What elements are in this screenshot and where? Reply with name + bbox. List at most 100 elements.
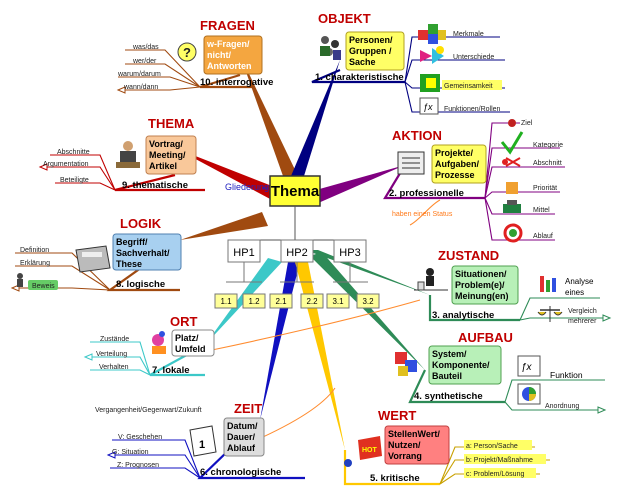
line-aufbau xyxy=(408,369,505,404)
spoke-zeit xyxy=(260,262,300,420)
zustand-topic: ZUSTAND xyxy=(438,248,499,263)
center-title: Thema xyxy=(271,183,320,200)
fragen-item: wann/dann xyxy=(123,84,158,91)
zeit-note: Vergangenheit/Gegenwart/Zukunft xyxy=(95,407,202,414)
center-node[interactable]: Thema xyxy=(269,175,321,207)
shapes-icon xyxy=(420,74,440,92)
objekt-box-1: Personen/ xyxy=(349,35,393,45)
aufbau-label: 4. synthetische xyxy=(414,391,483,402)
thema-box-3: Artikel xyxy=(149,161,177,171)
figure-icon xyxy=(17,273,23,287)
branch-objekt[interactable]: OBJEKT Personen/ Gruppen / Sache 1. char… xyxy=(315,11,502,115)
scissors-icon xyxy=(502,157,521,167)
thema-topic: THEMA xyxy=(148,116,195,131)
wert-label: 5. kritische xyxy=(370,473,420,484)
thema-item: Beteiligte xyxy=(60,177,89,184)
aufbau-item: Anordnung xyxy=(545,403,579,410)
branch-wert[interactable]: WERT StellenWert/ Nutzen/ Vorrang 5. kri… xyxy=(344,408,546,484)
thema-item-lines xyxy=(40,154,116,191)
fragen-item: wer/der xyxy=(132,58,157,65)
aktion-box-3: Prozesse xyxy=(435,170,475,180)
logik-item: Definition xyxy=(20,247,49,254)
logik-box-2: Sachverhalt/ xyxy=(116,248,170,258)
hot-badge-icon: HOT xyxy=(358,436,382,460)
svg-text:?: ? xyxy=(183,45,191,60)
branch-aktion[interactable]: AKTION Projekte/ Aufgaben/ Prozesse 2. p… xyxy=(389,119,563,243)
zeit-box-3: Ablauf xyxy=(227,443,256,453)
wert-item: c: Problem/Lösung xyxy=(466,471,524,478)
svg-text:ƒx: ƒx xyxy=(423,102,433,112)
aktion-label: 2. professionelle xyxy=(389,188,464,199)
cube-icon xyxy=(395,352,417,376)
sub-box-1-1: 1.1 xyxy=(220,297,232,306)
spoke-wert xyxy=(295,262,345,450)
objekt-box-2: Gruppen / xyxy=(349,46,392,56)
number-badge-icon xyxy=(344,459,352,467)
aufbau-item-lines xyxy=(504,379,605,411)
zustand-item: mehrerer xyxy=(568,318,597,325)
aktion-item: Ziel xyxy=(521,120,533,127)
branch-zustand[interactable]: ZUSTAND Situationen/ Problem(e)/ Meinung… xyxy=(414,248,597,325)
sub-box-2-1: 2.1 xyxy=(275,297,287,306)
wert-topic: WERT xyxy=(378,408,416,423)
zustand-item: Analyse xyxy=(565,277,594,286)
logik-item: Beweis xyxy=(32,283,55,290)
svg-text:ƒx: ƒx xyxy=(521,362,533,373)
zustand-item: eines xyxy=(565,288,584,297)
thema-box-1: Vortrag/ xyxy=(149,139,183,149)
branch-logik[interactable]: LOGIK Begriff/ Sachverhalt/ These 8. log… xyxy=(17,216,182,290)
fragen-box-3: Antworten xyxy=(207,61,252,71)
line-objekt xyxy=(311,68,405,84)
zustand-box-3: Meinung(en) xyxy=(455,291,509,301)
aktion-item: Priorität xyxy=(533,185,557,192)
wert-item: b: Projekt/Maßnahme xyxy=(466,457,533,464)
ort-item: Verhalten xyxy=(99,364,129,371)
branch-zeit[interactable]: ZEIT Datum/ Dauer/ Ablauf 6. chronologis… xyxy=(112,401,281,478)
ort-item: Verteilung xyxy=(96,351,127,358)
speaker-icon xyxy=(116,141,140,168)
logik-topic: LOGIK xyxy=(120,216,162,231)
fragen-topic: FRAGEN xyxy=(200,18,255,33)
ort-box-2: Umfeld xyxy=(175,344,206,354)
logik-box-3: These xyxy=(116,259,142,269)
aufbau-box-3: Bauteil xyxy=(432,371,462,381)
aktion-item: Kategorie xyxy=(533,142,563,149)
wert-item: a: Person/Sache xyxy=(466,443,518,450)
thema-label: 9. thematische xyxy=(122,180,188,191)
thema-item: Abschnitte xyxy=(57,149,90,156)
thema-box-2: Meeting/ xyxy=(149,150,186,160)
zeit-item: Z: Prognosen xyxy=(117,462,159,469)
objekt-box-3: Sache xyxy=(349,57,376,67)
calculator-icon xyxy=(75,245,111,273)
hp-row: HP1 HP2 HP3 xyxy=(227,206,367,263)
hand-icon xyxy=(506,182,518,194)
svg-text:HOT: HOT xyxy=(362,447,378,454)
wert-box-1: StellenWert/ xyxy=(388,429,440,439)
sub-box-3-2: 3.2 xyxy=(362,297,374,306)
fragen-box-1: w-Fragen/ xyxy=(206,39,250,49)
spoke-logik xyxy=(180,212,268,240)
zeit-topic: ZEIT xyxy=(234,401,262,416)
calendar-icon: 1 xyxy=(189,425,217,457)
spoke-aktion xyxy=(316,165,405,204)
aktion-note: haben einen Status xyxy=(392,211,453,218)
objekt-label: 1. charakteristische xyxy=(315,72,404,83)
zeit-item: V: Geschehen xyxy=(118,434,162,441)
aktion-relation xyxy=(409,199,441,226)
function-icon: ƒx xyxy=(419,97,439,115)
zeit-item-lines xyxy=(108,439,201,479)
svg-text:1: 1 xyxy=(199,439,205,451)
objekt-item: Unterschiede xyxy=(453,54,494,61)
spoke-objekt xyxy=(291,60,340,176)
sub-box-3-1: 3.1 xyxy=(332,297,344,306)
lab-flasks-icon xyxy=(540,276,556,292)
puzzle-icon xyxy=(420,46,444,64)
branch-fragen[interactable]: FRAGEN w-Fragen/ nicht/ Antworten 10. in… xyxy=(117,18,273,91)
aktion-item-lines xyxy=(484,122,565,241)
ort-relation xyxy=(211,299,421,351)
aktion-item: Mittel xyxy=(533,207,550,214)
branch-ort[interactable]: ORT Platz/ Umfeld 7. lokale Zustände Ver… xyxy=(96,314,215,376)
branch-thema[interactable]: THEMA Vortrag/ Meeting/ Artikel 9. thema… xyxy=(43,116,197,191)
sub-box-row: 1.1 1.2 2.1 2.2 3.1 3.2 xyxy=(214,262,380,309)
branch-aufbau[interactable]: AUFBAU System/ Komponente/ Bauteil 4. sy… xyxy=(395,330,583,410)
